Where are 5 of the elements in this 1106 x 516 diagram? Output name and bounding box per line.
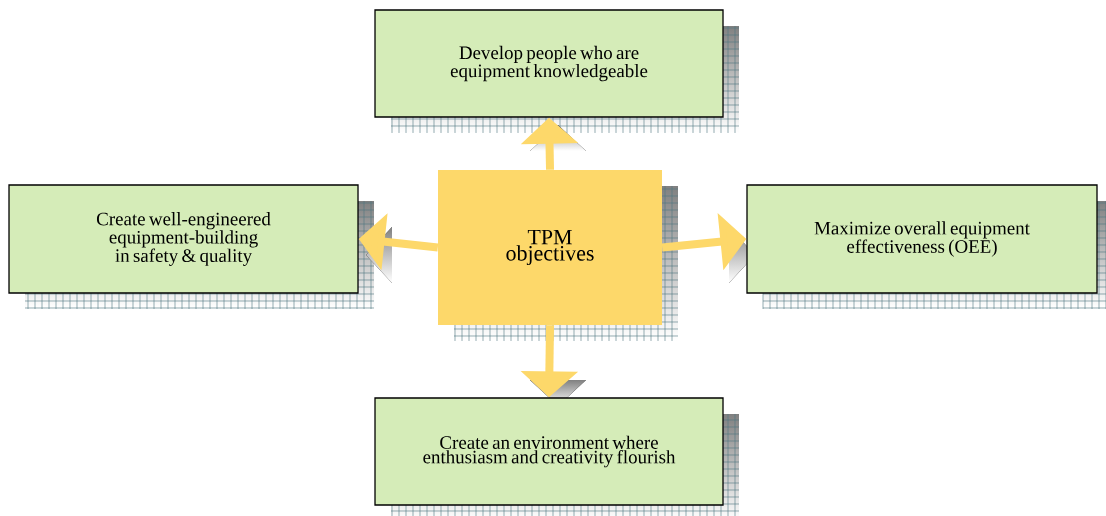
objective-box: Create well-engineered equipment-building in safety & quality bbox=[8, 184, 359, 294]
objective-box: Maximize overall equipment effectiveness (OEE) bbox=[746, 184, 1098, 294]
center-box: TPM objectives bbox=[438, 170, 662, 325]
objective-box: Create an environment where enthusiasm and creativity flourish bbox=[374, 397, 724, 506]
objective-box: Develop people who are equipment knowledgeable bbox=[374, 9, 724, 118]
